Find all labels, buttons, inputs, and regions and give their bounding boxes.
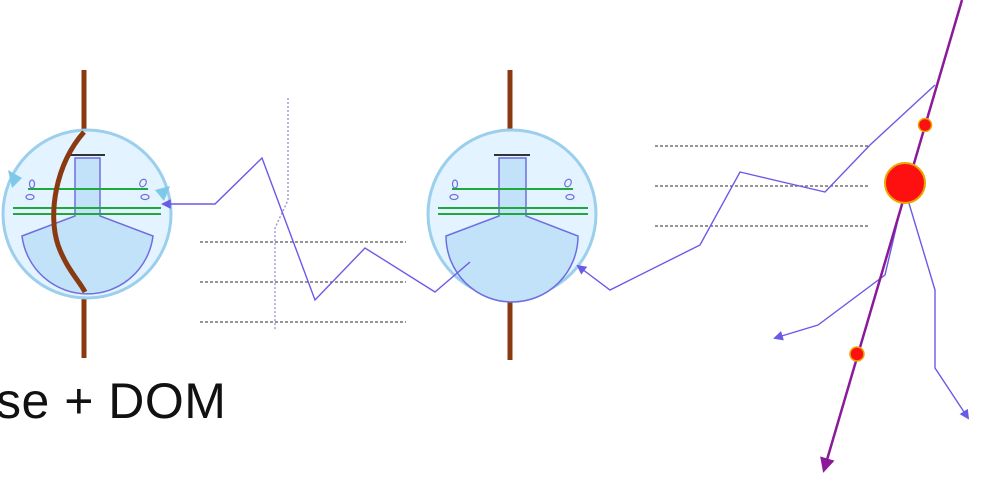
layer-lines-right (655, 145, 868, 227)
module-bowl (445, 157, 579, 303)
sensor-icon (25, 178, 150, 201)
caption-text: se + DOM (0, 373, 227, 429)
optical-module-1 (1, 70, 173, 358)
light-cone-left (8, 170, 22, 188)
photon-paths (161, 84, 970, 420)
bent-cable (51, 130, 88, 294)
light-cone-right (155, 186, 170, 201)
dotted-boundary (274, 98, 289, 330)
photon-path-lower-right (904, 189, 970, 420)
muon-track (820, 0, 964, 473)
energy-deposit-small (917, 117, 933, 133)
module-bowl (21, 157, 154, 295)
sensor-icon (449, 178, 575, 201)
energy-deposit-small (849, 346, 865, 362)
photon-path-to-module-2 (161, 156, 471, 302)
energy-deposit-large (884, 162, 926, 204)
optical-module-2 (426, 70, 598, 360)
track-line (820, 0, 964, 473)
layer-lines-middle (200, 98, 406, 330)
photon-path-to-module-1 (576, 84, 936, 291)
